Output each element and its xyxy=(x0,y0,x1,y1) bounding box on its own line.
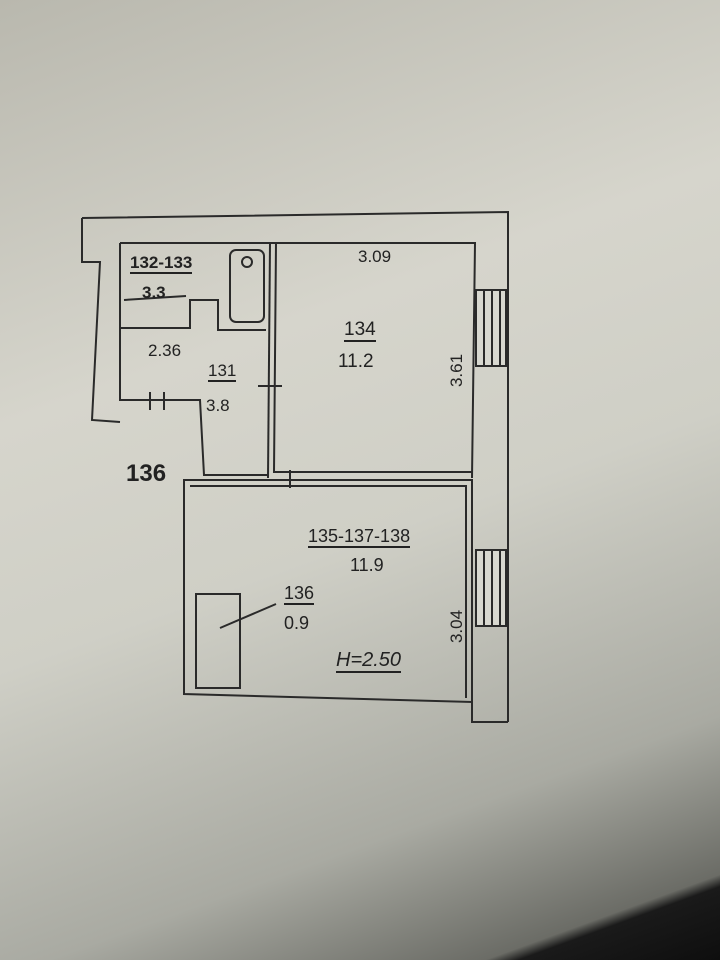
room-label-131: 131 xyxy=(208,361,237,382)
room-label-132-133: 132-133 xyxy=(130,253,193,274)
room-area-131: 3.8 xyxy=(206,396,230,415)
dimension-bath-width: 2.36 xyxy=(148,341,182,360)
neighbor-label: 136 xyxy=(126,460,167,487)
room-label-135-137-138: 135-137-138 xyxy=(308,526,411,548)
door-marks xyxy=(149,385,291,488)
ceiling-height: H=2.50 xyxy=(336,649,402,673)
room-area-136: 0.9 xyxy=(284,613,310,633)
room-label-134: 134 xyxy=(344,319,376,342)
dimension-room135-depth: 3.04 xyxy=(447,609,467,644)
room-label-136: 136 xyxy=(284,583,315,605)
room-area-134: 11.2 xyxy=(338,351,374,372)
dimension-room134-width: 3.09 xyxy=(358,247,392,266)
room-area-135-137-138: 11.9 xyxy=(350,555,384,575)
window xyxy=(475,289,507,627)
room-area-132-133: 3.3 xyxy=(142,283,166,302)
dimension-room134-depth: 3.61 xyxy=(447,353,467,388)
